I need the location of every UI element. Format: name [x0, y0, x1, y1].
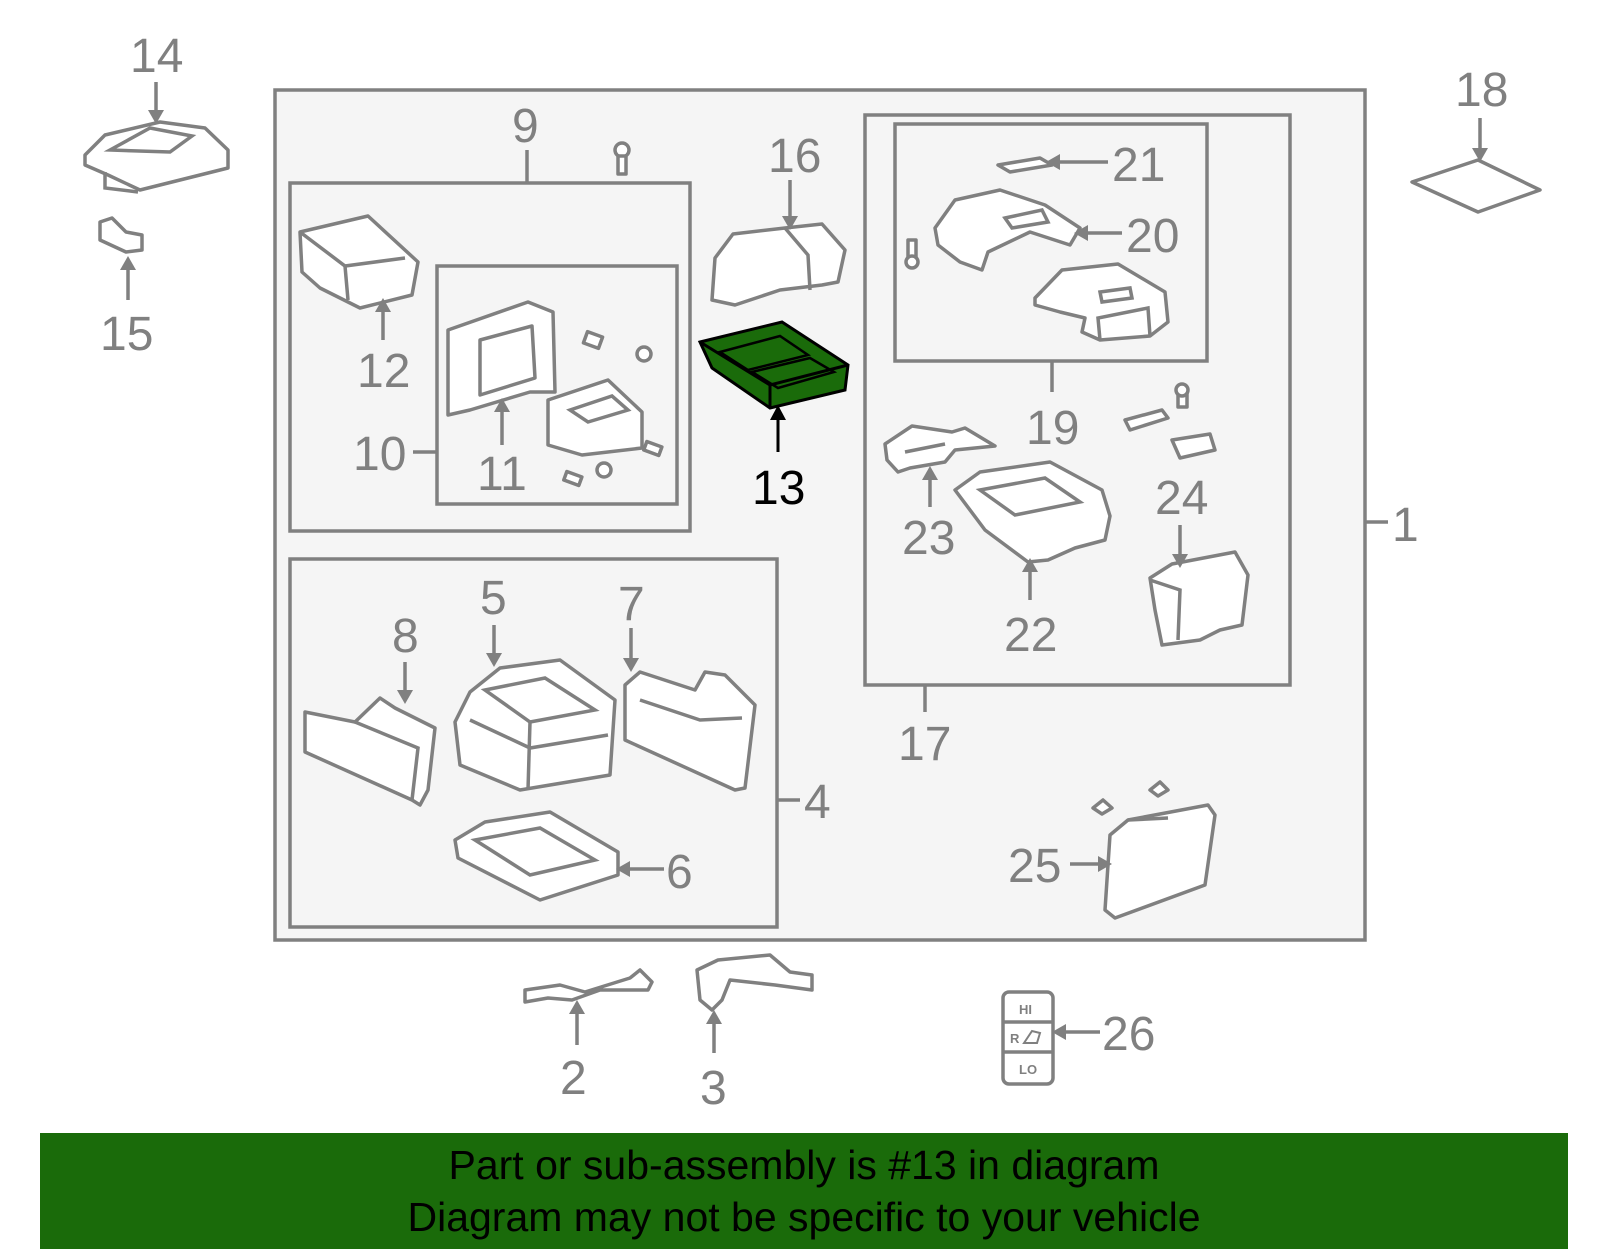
label-19: 19: [1026, 402, 1079, 455]
label-4: 4: [804, 776, 831, 829]
banner-line-2: Diagram may not be specific to your vehi…: [407, 1194, 1201, 1240]
arrowhead-2: [569, 1000, 585, 1014]
label-20: 20: [1126, 210, 1179, 263]
part-6-shape: [453, 810, 620, 902]
arrowhead-21: [1046, 154, 1060, 170]
arrowhead-11: [494, 398, 510, 412]
part-5-shape: [453, 658, 617, 792]
label-14: 14: [130, 30, 183, 83]
label-21: 21: [1112, 139, 1165, 192]
arrowhead-18: [1472, 148, 1488, 162]
label-13: 13: [752, 462, 805, 515]
info-banner: Part or sub-assembly is #13 in diagram D…: [40, 1133, 1568, 1249]
arrowhead-14: [148, 110, 164, 124]
switch-label-r: R: [1010, 1031, 1020, 1046]
arrowhead-26: [1052, 1024, 1066, 1040]
switch-label-lo: LO: [1019, 1062, 1037, 1077]
arrowhead-20: [1074, 225, 1088, 241]
arrowhead-15: [120, 256, 136, 270]
label-18: 18: [1455, 64, 1508, 117]
part-16-shape: [710, 222, 847, 307]
part-24-small-pieces: [1123, 382, 1217, 460]
part-18-shape: [1410, 158, 1542, 214]
part-7-shape: [623, 670, 757, 792]
part-14-shape: [83, 120, 230, 194]
label-26: 26: [1102, 1008, 1155, 1061]
label-17: 17: [898, 718, 951, 771]
label-11: 11: [477, 448, 527, 501]
part-25-shape: [1091, 780, 1217, 920]
arrowhead-5: [486, 653, 502, 667]
label-1: 1: [1392, 499, 1419, 552]
label-7: 7: [618, 578, 645, 631]
part-15-shape: [98, 216, 144, 254]
arrowhead-13: [770, 405, 786, 420]
label-10: 10: [353, 428, 406, 481]
part-12-shape: [298, 214, 420, 310]
arrowhead-24: [1172, 554, 1188, 568]
arrowhead-6: [616, 861, 630, 877]
label-3: 3: [700, 1062, 727, 1115]
switch-label-hi: HI: [1019, 1002, 1032, 1017]
part-8-shape: [303, 696, 437, 807]
part-3-shape: [695, 953, 814, 1012]
arrowhead-22: [1022, 558, 1038, 572]
part-23-shape: [883, 424, 997, 474]
label-22: 22: [1004, 609, 1057, 662]
label-16: 16: [768, 130, 821, 183]
arrowhead-16: [782, 216, 798, 230]
label-9: 9: [512, 100, 539, 153]
arrowhead-25: [1098, 856, 1112, 872]
bolt-9-shape: [613, 141, 631, 176]
part-22-shape: [953, 460, 1112, 564]
part-19-base-shape: [1033, 262, 1170, 342]
label-23: 23: [902, 512, 955, 565]
banner-line-1: Part or sub-assembly is #13 in diagram: [448, 1142, 1160, 1188]
arrowhead-7: [623, 658, 639, 672]
label-25: 25: [1008, 840, 1061, 893]
part-20-shape: [933, 188, 1082, 272]
label-24: 24: [1155, 472, 1208, 525]
label-6: 6: [666, 846, 693, 899]
parts-diagram: 14 15 18 9 12 10 11: [83, 30, 1542, 1115]
arrowhead-23: [922, 466, 938, 480]
label-2: 2: [560, 1052, 587, 1105]
part-10-pieces: [546, 329, 664, 488]
label-12: 12: [357, 345, 410, 398]
label-5: 5: [480, 572, 507, 625]
part-13-highlighted: [697, 320, 850, 410]
arrowhead-8: [397, 690, 413, 704]
arrowhead-3: [706, 1010, 722, 1024]
switch-gear-icon: [1022, 1029, 1042, 1044]
part-11-shape: [446, 300, 557, 417]
arrowhead-12: [375, 298, 391, 312]
bolt-19-shape: [904, 238, 920, 270]
part-24-shape: [1148, 550, 1250, 647]
part-2-shape: [523, 968, 654, 1004]
label-8: 8: [392, 610, 419, 663]
label-15: 15: [100, 308, 153, 361]
